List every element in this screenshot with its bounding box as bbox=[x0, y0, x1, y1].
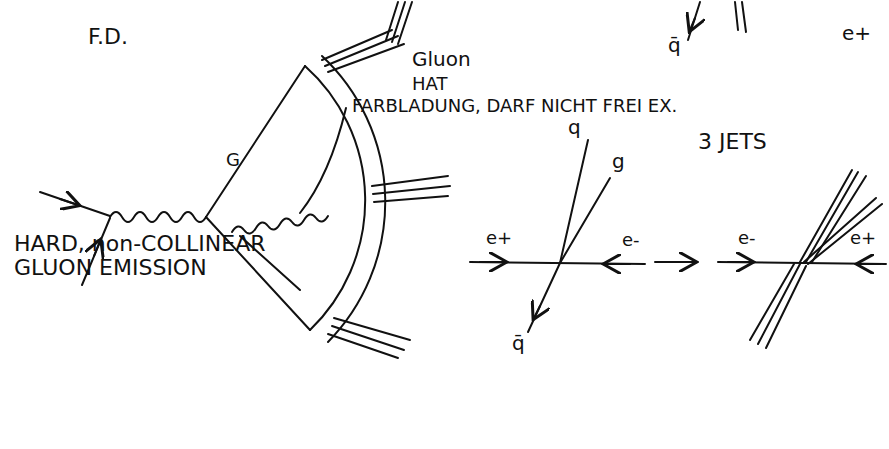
sketch-label: G bbox=[226, 150, 240, 170]
sketch-label: HAT bbox=[412, 74, 447, 94]
sketch-label: FARBLADUNG, DARF NICHT FREI EX. bbox=[352, 96, 677, 116]
sketch-label: e+ bbox=[850, 228, 876, 248]
sketch-label: g bbox=[612, 150, 625, 172]
sketch-label: F.D. bbox=[88, 25, 128, 49]
sketch-label: 3 JETS bbox=[698, 130, 767, 154]
sketch-label: e- bbox=[738, 228, 756, 248]
sketch-label: e+ bbox=[486, 228, 512, 248]
sketch-label: q̄ bbox=[668, 34, 681, 56]
sketch-label: q̄ bbox=[512, 332, 525, 354]
sketch-label: q bbox=[568, 116, 581, 138]
sketch-label: HARD, non-COLLINEAR GLUON EMISSION bbox=[14, 232, 289, 280]
sketch-label: Gluon bbox=[412, 48, 471, 70]
sketch-label: e+ bbox=[842, 22, 871, 44]
sketch-label: e- bbox=[622, 230, 640, 250]
